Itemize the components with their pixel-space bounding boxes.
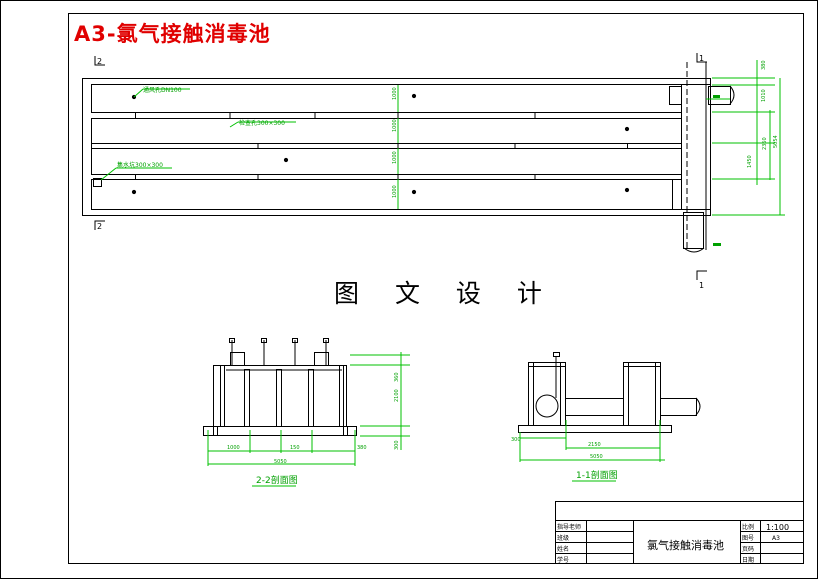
s11-dim-1: 300 — [511, 437, 521, 443]
section-marks — [94, 53, 707, 280]
outlet-pipe — [683, 212, 704, 249]
channel-2 — [91, 118, 682, 144]
baffle-3 — [135, 174, 682, 180]
s22-dim-3: 380 — [357, 445, 367, 451]
label-advisor: 指导老师 — [557, 523, 581, 531]
base-slab-1 — [518, 425, 672, 433]
section-2-2 — [203, 338, 357, 436]
vent-hole — [411, 189, 417, 195]
vent-hole — [131, 189, 137, 195]
section-mark-2-bottom: 2 — [97, 222, 102, 231]
channel-4 — [91, 179, 682, 210]
s11-total: 5050 — [590, 454, 603, 460]
dim-inner-2: 1000 — [392, 119, 398, 132]
sump-label: 集水坑300×300 — [117, 161, 163, 169]
label-date: 日期 — [742, 556, 754, 564]
overflow-box — [672, 179, 682, 210]
sheet-value: A3 — [772, 535, 780, 542]
vent-label: 通风孔DN100 — [143, 86, 182, 94]
section-2-2-dims — [207, 352, 410, 466]
vent-hole — [283, 157, 289, 163]
plan-view — [82, 62, 735, 253]
section-mark-2-top: 2 — [97, 57, 102, 66]
tank-body — [213, 365, 347, 427]
drawing-title: A3-氯气接触消毒池 — [74, 22, 271, 46]
label-name: 姓名 — [557, 545, 569, 553]
s22-caption: 2-2剖面图 — [256, 474, 298, 486]
baffle-1 — [135, 112, 682, 119]
base-slab — [203, 426, 357, 436]
sump-pit — [93, 178, 102, 187]
outlet-pipe-end — [683, 247, 705, 253]
label-scale: 比例 — [742, 523, 754, 531]
section-1-1-dims — [519, 420, 665, 462]
inlet-marker — [713, 95, 720, 98]
inlet-pipe-end — [729, 85, 735, 105]
dim-right-2: 1010 — [761, 89, 767, 102]
dim-inner-3: 1000 — [392, 151, 398, 164]
vent-hole — [624, 187, 630, 193]
label-drawing-no: 图号 — [742, 535, 754, 542]
plan-annotations — [100, 60, 785, 216]
dim-right-1: 380 — [761, 60, 767, 70]
watermark-text: 图 文 设 计 — [334, 279, 556, 308]
drawing-name: 氯气接触消毒池 — [647, 538, 724, 552]
inspection-label: 检查孔300×300 — [239, 119, 285, 127]
dim-inner-1: 1000 — [392, 87, 398, 100]
section-1-1 — [518, 352, 701, 433]
s22-total: 5050 — [274, 459, 287, 465]
label-class: 班级 — [557, 534, 569, 542]
s22-dim-right-1: 360 — [394, 372, 400, 382]
dim-right-5: 5054 — [773, 135, 779, 148]
dim-right-3: 1450 — [747, 155, 753, 168]
vent-hole — [624, 126, 630, 132]
s22-dim-2: 150 — [290, 445, 300, 451]
drawing-frame — [68, 13, 804, 564]
section-mark-1-bottom: 1 — [699, 281, 704, 290]
s22-dim-right-3: 300 — [394, 440, 400, 450]
s22-dim-1: 1000 — [227, 445, 240, 451]
outlet-marker — [713, 243, 721, 246]
dim-right-4: 2350 — [762, 137, 768, 150]
vent-hole — [411, 93, 417, 99]
inlet-box — [669, 86, 682, 105]
title-block — [555, 501, 804, 564]
inlet-pipe — [708, 86, 731, 105]
s11-dim-2: 2150 — [588, 442, 601, 448]
dim-inner-4: 1000 — [392, 185, 398, 198]
channel-3 — [91, 148, 682, 175]
outlet-chamber — [681, 84, 711, 210]
s22-dim-right-2: 2100 — [394, 389, 400, 402]
section-mark-1-top: 1 — [699, 54, 704, 63]
scale-value: 1:100 — [766, 523, 789, 532]
label-student-id: 学号 — [557, 556, 569, 564]
baffle-2 — [91, 143, 628, 149]
s11-caption: 1-1剖面图 — [576, 469, 618, 481]
label-page: 页码 — [742, 545, 754, 553]
